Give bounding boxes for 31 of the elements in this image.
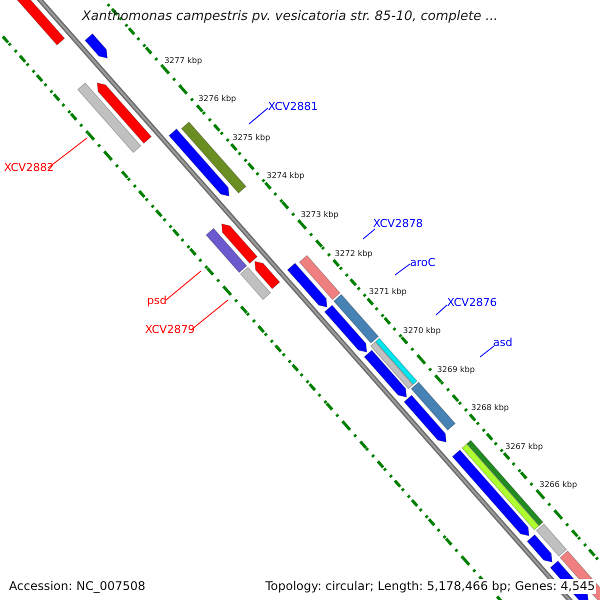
gene-label: XCV2879 <box>145 323 195 336</box>
title: Xanthomonas campestris pv. vesicatoria str. 85-10, complete ... <box>82 9 498 24</box>
leader-line <box>48 138 88 168</box>
tick-label: 3275 kbp <box>232 132 270 143</box>
accession-text: Accession: NC_007508 <box>8 579 146 594</box>
tick-label: 3269 kbp <box>437 364 475 375</box>
leader-line <box>362 228 376 240</box>
tick-label: 3273 kbp <box>300 210 338 220</box>
gene-label: XCV2881 <box>268 100 318 113</box>
leader-line <box>166 270 202 300</box>
gene-label: aroC <box>410 256 436 269</box>
tick-label: 3276 kbp <box>198 94 236 104</box>
tick-label: 3270 kbp <box>402 326 441 336</box>
gene-label: asd <box>493 336 512 349</box>
gene-label: XCV2882 <box>4 161 54 174</box>
tick-label: 3271 kbp <box>368 287 407 298</box>
tick-label: 3267 kbp <box>505 442 543 452</box>
tick-label: 3266 kbp <box>539 480 578 490</box>
leader-line <box>190 300 228 330</box>
gene-label: XCV2878 <box>373 217 423 230</box>
gene-label: psd <box>147 294 167 307</box>
gene-label: XCV2876 <box>447 296 497 309</box>
tick-label: 3274 kbp <box>266 171 304 182</box>
leader-line <box>248 108 268 124</box>
leader-line <box>480 346 494 358</box>
tick-label: 3268 kbp <box>471 403 509 414</box>
leader-line <box>436 304 448 316</box>
leader-line <box>394 264 410 276</box>
tick-label: 3272 kbp <box>334 248 372 259</box>
tick-label: 3277 kbp <box>164 56 202 66</box>
genome-summary-text: Topology: circular; Length: 5,178,466 bp; Genes: 4,545 <box>264 579 596 594</box>
